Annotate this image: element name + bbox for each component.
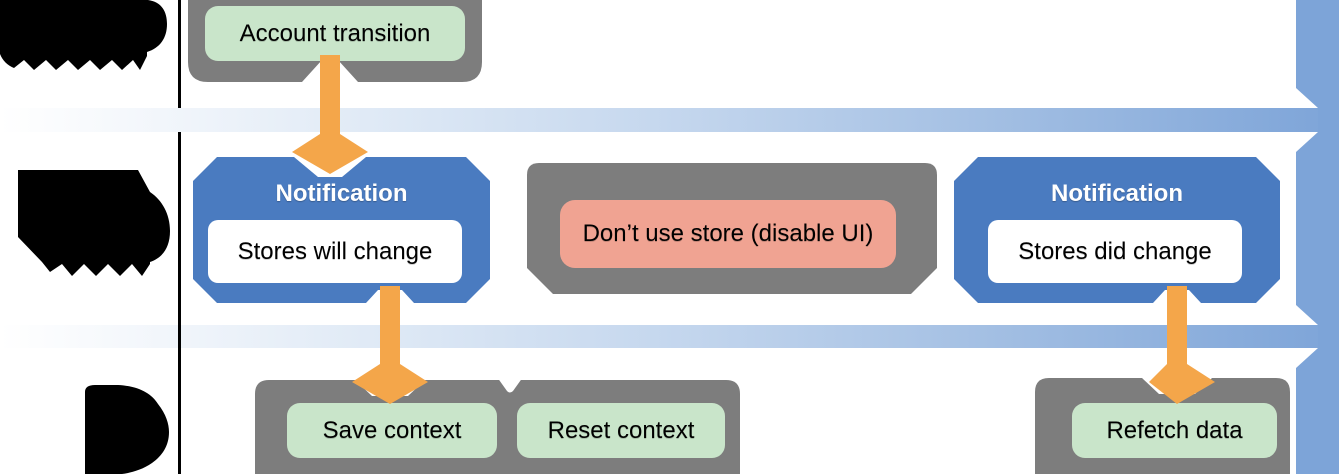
node-account-transition: Account transition <box>205 6 465 61</box>
timeline-band-lower <box>0 325 1339 348</box>
node-stores-will-change: Stores will change <box>208 220 462 283</box>
node-dont-use-store: Don’t use store (disable UI) <box>560 200 896 268</box>
arrow-notification-to-save <box>352 286 428 404</box>
arrow-notification-to-refetch <box>1149 286 1215 404</box>
notification-title-right: Notification <box>1051 180 1183 207</box>
lane-label-redacted-middle <box>18 170 170 276</box>
node-refetch-data: Refetch data <box>1072 403 1277 458</box>
lane-label-redacted-top <box>0 0 167 70</box>
notification-title-left: Notification <box>275 180 408 207</box>
node-save-context: Save context <box>287 403 497 458</box>
node-stores-did-change: Stores did change <box>988 220 1242 283</box>
timeline-band-upper <box>0 108 1339 132</box>
flow-bar-right <box>1296 0 1339 474</box>
node-reset-context: Reset context <box>517 403 725 458</box>
container-seam-notch <box>497 377 523 393</box>
lane-divider-line <box>178 0 181 474</box>
arrow-account-to-notification <box>292 55 368 174</box>
lane-label-redacted-bottom <box>85 385 169 474</box>
